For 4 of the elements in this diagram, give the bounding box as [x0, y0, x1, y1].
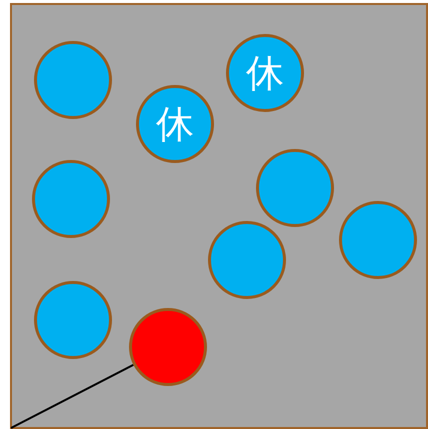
- leader-line: [10, 364, 134, 429]
- circle-node: 休: [136, 85, 214, 163]
- circle-node: 休: [226, 34, 304, 112]
- panel-background: [10, 3, 428, 429]
